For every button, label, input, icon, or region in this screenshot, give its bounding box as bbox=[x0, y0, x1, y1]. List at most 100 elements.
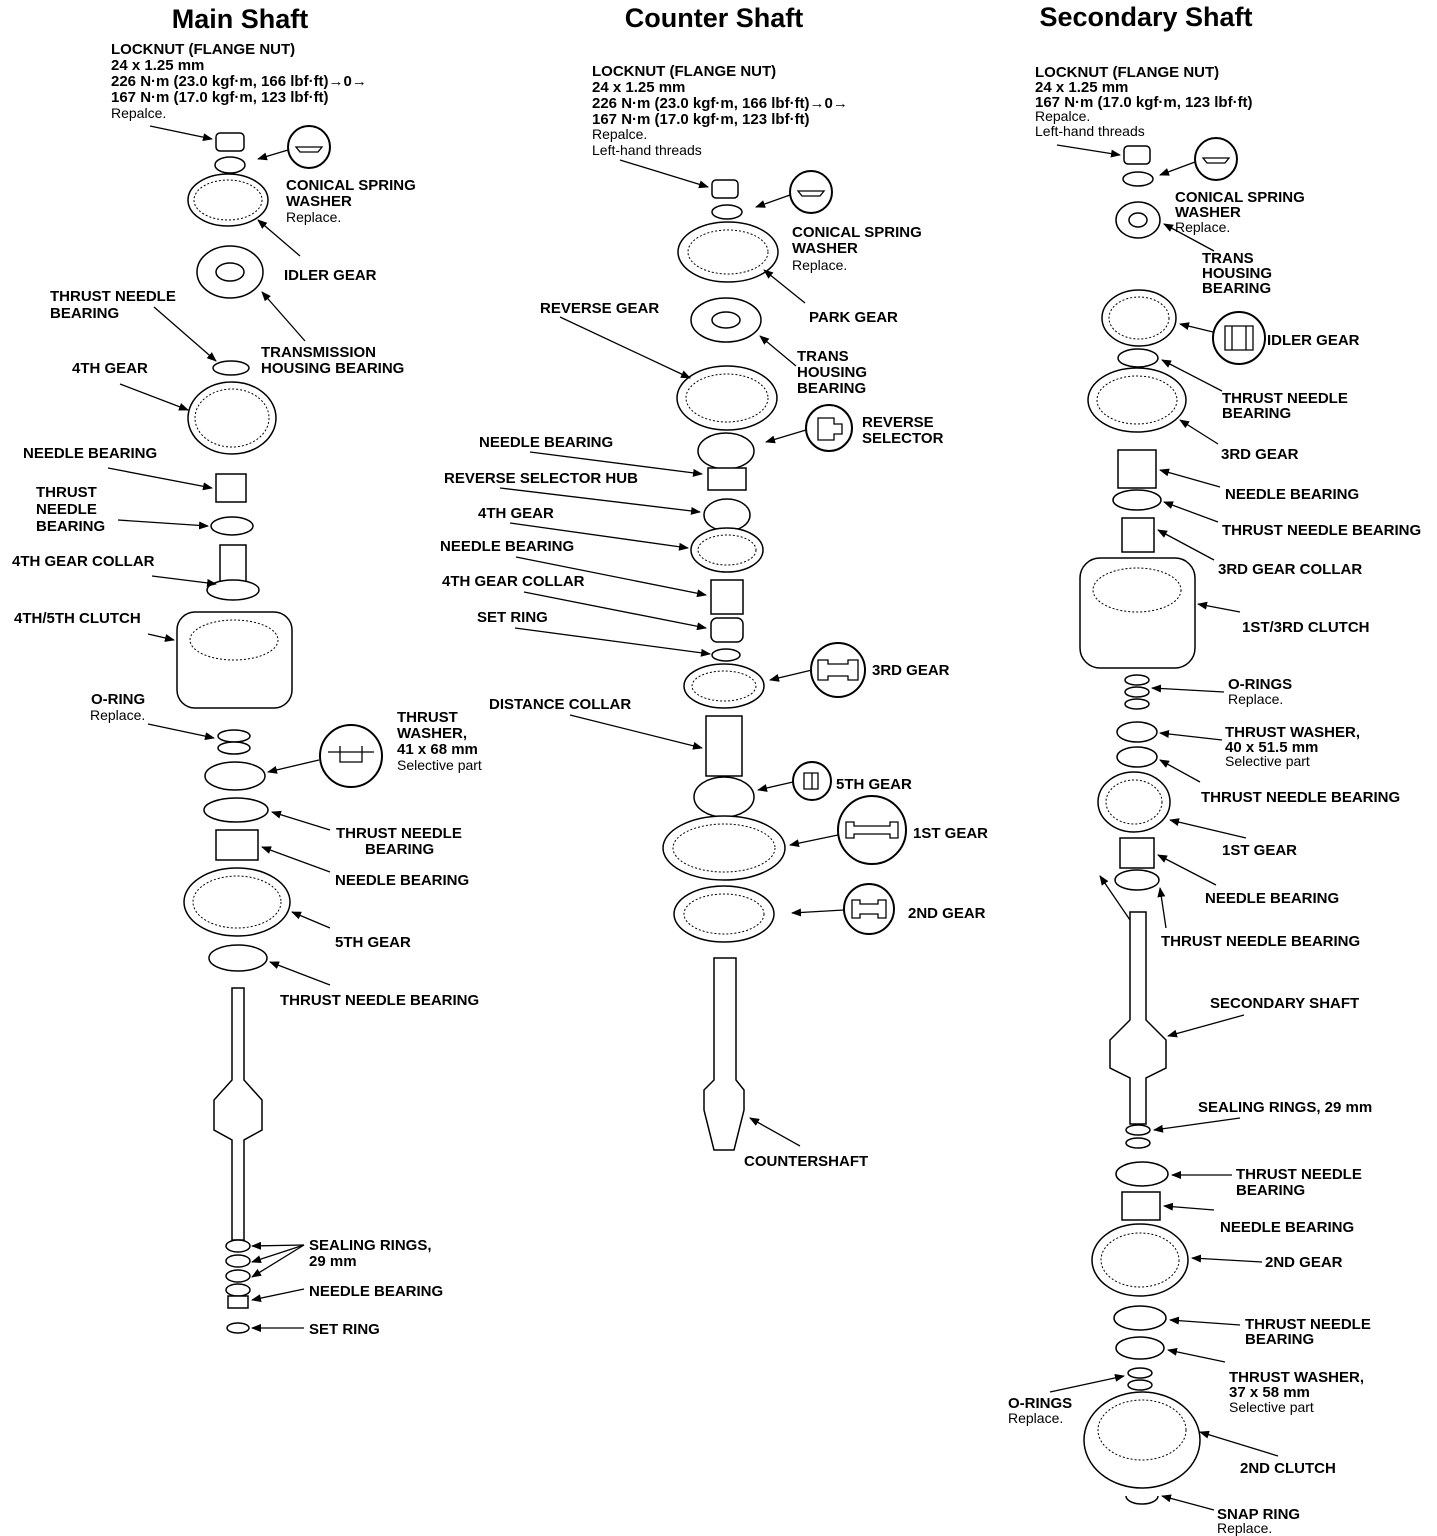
secondary-thrust-washer-2-label: THRUST WASHER, bbox=[1229, 1369, 1364, 1386]
main-thrust-needle-1-label: THRUST NEEDLE bbox=[50, 288, 176, 305]
svg-text:BEARING: BEARING bbox=[365, 841, 434, 858]
counter-4th-gear-collar bbox=[710, 617, 744, 643]
secondary-idler-gear-label: IDLER GEAR bbox=[1267, 332, 1360, 349]
svg-text:167 N·m (17.0 kgf·m, 123 lbf·f: 167 N·m (17.0 kgf·m, 123 lbf·ft) bbox=[592, 111, 810, 128]
svg-text:WASHER: WASHER bbox=[286, 193, 352, 210]
main-shaft-body bbox=[213, 987, 263, 1241]
main-labels: LOCKNUT (FLANGE NUT) 24 x 1.25 mm 226 N·… bbox=[12, 41, 482, 1338]
svg-text:24 x 1.25 mm: 24 x 1.25 mm bbox=[592, 79, 685, 96]
counter-locknut-label: LOCKNUT (FLANGE NUT) bbox=[592, 63, 776, 80]
secondary-3rd-gear-collar-label: 3RD GEAR COLLAR bbox=[1218, 561, 1362, 578]
counter-1st-gear-label: 1ST GEAR bbox=[913, 825, 988, 842]
main-sealing-ring bbox=[225, 1239, 251, 1253]
counter-conical-washer bbox=[711, 204, 743, 220]
svg-text:41 x 68 mm: 41 x 68 mm bbox=[397, 741, 478, 758]
secondary-conical-washer-label: CONICAL SPRING bbox=[1175, 189, 1305, 206]
secondary-washer-callout bbox=[1194, 137, 1238, 181]
main-shaft-parts bbox=[176, 132, 293, 1334]
secondary-needle-bearing-2 bbox=[1119, 837, 1155, 869]
secondary-needle-bearing-3 bbox=[1121, 1191, 1161, 1221]
secondary-thrust-needle-2 bbox=[1112, 489, 1162, 511]
secondary-snap-ring-label: SNAP RING bbox=[1217, 1506, 1300, 1523]
secondary-thrust-needle-6 bbox=[1113, 1305, 1167, 1331]
counter-5th-gear bbox=[693, 776, 755, 818]
svg-text:HOUSING: HOUSING bbox=[1202, 265, 1272, 282]
svg-text:226 N·m (23.0 kgf·m, 166 lbf·f: 226 N·m (23.0 kgf·m, 166 lbf·ft)→0→ bbox=[111, 73, 367, 90]
svg-text:167 N·m (17.0 kgf·m, 123 lbf·f: 167 N·m (17.0 kgf·m, 123 lbf·ft) bbox=[111, 89, 329, 106]
main-locknut bbox=[215, 132, 245, 152]
svg-text:Selective part: Selective part bbox=[397, 757, 482, 773]
secondary-locknut bbox=[1123, 145, 1151, 165]
secondary-thrust-needle-4-label: THRUST NEEDLE BEARING bbox=[1161, 933, 1360, 950]
secondary-sealing-rings-label: SEALING RINGS, 29 mm bbox=[1198, 1099, 1372, 1116]
svg-text:Replace.: Replace. bbox=[90, 707, 145, 723]
main-conical-washer-label: CONICAL SPRING bbox=[286, 177, 416, 194]
svg-text:WASHER: WASHER bbox=[1175, 204, 1241, 221]
main-shaft-title: Main Shaft bbox=[172, 4, 309, 34]
main-needle-bearing-1 bbox=[215, 473, 247, 503]
counter-2nd-gear-callout bbox=[843, 883, 895, 935]
secondary-locknut-label: LOCKNUT (FLANGE NUT) bbox=[1035, 64, 1219, 81]
counter-leaders bbox=[499, 159, 845, 1147]
counter-reverse-selector bbox=[697, 432, 755, 470]
secondary-shaft-parts bbox=[1079, 145, 1201, 1505]
secondary-orings-2-label: O-RINGS bbox=[1008, 1395, 1072, 1412]
svg-text:Repalce.: Repalce. bbox=[592, 126, 647, 142]
secondary-thrust-needle-5 bbox=[1115, 1161, 1169, 1187]
counter-countershaft-label: COUNTERSHAFT bbox=[744, 1153, 868, 1170]
counter-3rd-gear-label: 3RD GEAR bbox=[872, 662, 950, 679]
counter-2nd-gear-label: 2ND GEAR bbox=[908, 905, 986, 922]
svg-text:BEARING: BEARING bbox=[1202, 280, 1271, 297]
counter-reverse-selector-callout bbox=[805, 404, 853, 452]
secondary-needle-bearing-1-label: NEEDLE BEARING bbox=[1225, 486, 1359, 503]
main-thrust-needle-1 bbox=[212, 360, 250, 376]
counter-washer-callout bbox=[789, 170, 833, 214]
counter-needle-bearing-1 bbox=[707, 467, 747, 491]
secondary-snap-ring bbox=[1125, 1495, 1159, 1505]
secondary-orings bbox=[1124, 674, 1150, 686]
counter-set-ring bbox=[711, 648, 741, 662]
secondary-sealing-ring bbox=[1125, 1124, 1151, 1136]
svg-text:HOUSING BEARING: HOUSING BEARING bbox=[261, 360, 404, 377]
counter-shaft-body bbox=[703, 957, 745, 1151]
secondary-thrust-needle-4 bbox=[1114, 869, 1160, 891]
counter-shaft-parts bbox=[662, 179, 786, 1151]
svg-text:BEARING: BEARING bbox=[50, 305, 119, 322]
secondary-thrust-needle-3 bbox=[1116, 746, 1158, 768]
secondary-idler-gear-callout bbox=[1212, 311, 1266, 365]
main-thrust-needle-3-label: THRUST NEEDLE bbox=[336, 825, 462, 842]
svg-text:Repalce.: Repalce. bbox=[111, 105, 166, 121]
svg-text:WASHER: WASHER bbox=[792, 240, 858, 257]
main-set-ring-label: SET RING bbox=[309, 1321, 380, 1338]
counter-conical-washer-label: CONICAL SPRING bbox=[792, 224, 922, 241]
counter-distance-collar bbox=[705, 715, 743, 777]
main-thrust-washer bbox=[204, 761, 266, 791]
secondary-needle-bearing-1 bbox=[1117, 449, 1157, 489]
secondary-3rd-gear-label: 3RD GEAR bbox=[1221, 446, 1299, 463]
secondary-2nd-gear-label: 2ND GEAR bbox=[1265, 1254, 1343, 1271]
main-locknut-label: LOCKNUT (FLANGE NUT) bbox=[111, 41, 295, 58]
counter-set-ring-label: SET RING bbox=[477, 609, 548, 626]
secondary-3rd-gear-collar bbox=[1121, 517, 1155, 553]
svg-text:WASHER,: WASHER, bbox=[397, 725, 467, 742]
secondary-leaders bbox=[1049, 144, 1279, 1511]
svg-text:SELECTOR: SELECTOR bbox=[862, 430, 944, 447]
secondary-shaft-title: Secondary Shaft bbox=[1039, 2, 1252, 32]
svg-text:Replace.: Replace. bbox=[286, 209, 341, 225]
main-sealing-rings-label: SEALING RINGS, bbox=[309, 1237, 432, 1254]
svg-text:BEARING: BEARING bbox=[1236, 1182, 1305, 1199]
secondary-1st-gear-label: 1ST GEAR bbox=[1222, 842, 1297, 859]
svg-text:24 x 1.25 mm: 24 x 1.25 mm bbox=[1035, 79, 1128, 96]
svg-text:HOUSING: HOUSING bbox=[797, 364, 867, 381]
main-needle-bearing-3 bbox=[227, 1295, 249, 1309]
secondary-2nd-clutch-label: 2ND CLUTCH bbox=[1240, 1460, 1336, 1477]
svg-text:40 x 51.5 mm: 40 x 51.5 mm bbox=[1225, 739, 1318, 756]
svg-text:Replace.: Replace. bbox=[1217, 1520, 1272, 1536]
counter-reverse-gear-label: REVERSE GEAR bbox=[540, 300, 659, 317]
main-idler-gear-label: IDLER GEAR bbox=[284, 267, 377, 284]
main-needle-bearing-2-label: NEEDLE BEARING bbox=[335, 872, 469, 889]
counter-4th-gear-label: 4TH GEAR bbox=[478, 505, 554, 522]
secondary-thrust-needle-1 bbox=[1117, 348, 1159, 368]
counter-labels: LOCKNUT (FLANGE NUT) 24 x 1.25 mm 226 N·… bbox=[440, 63, 988, 1170]
